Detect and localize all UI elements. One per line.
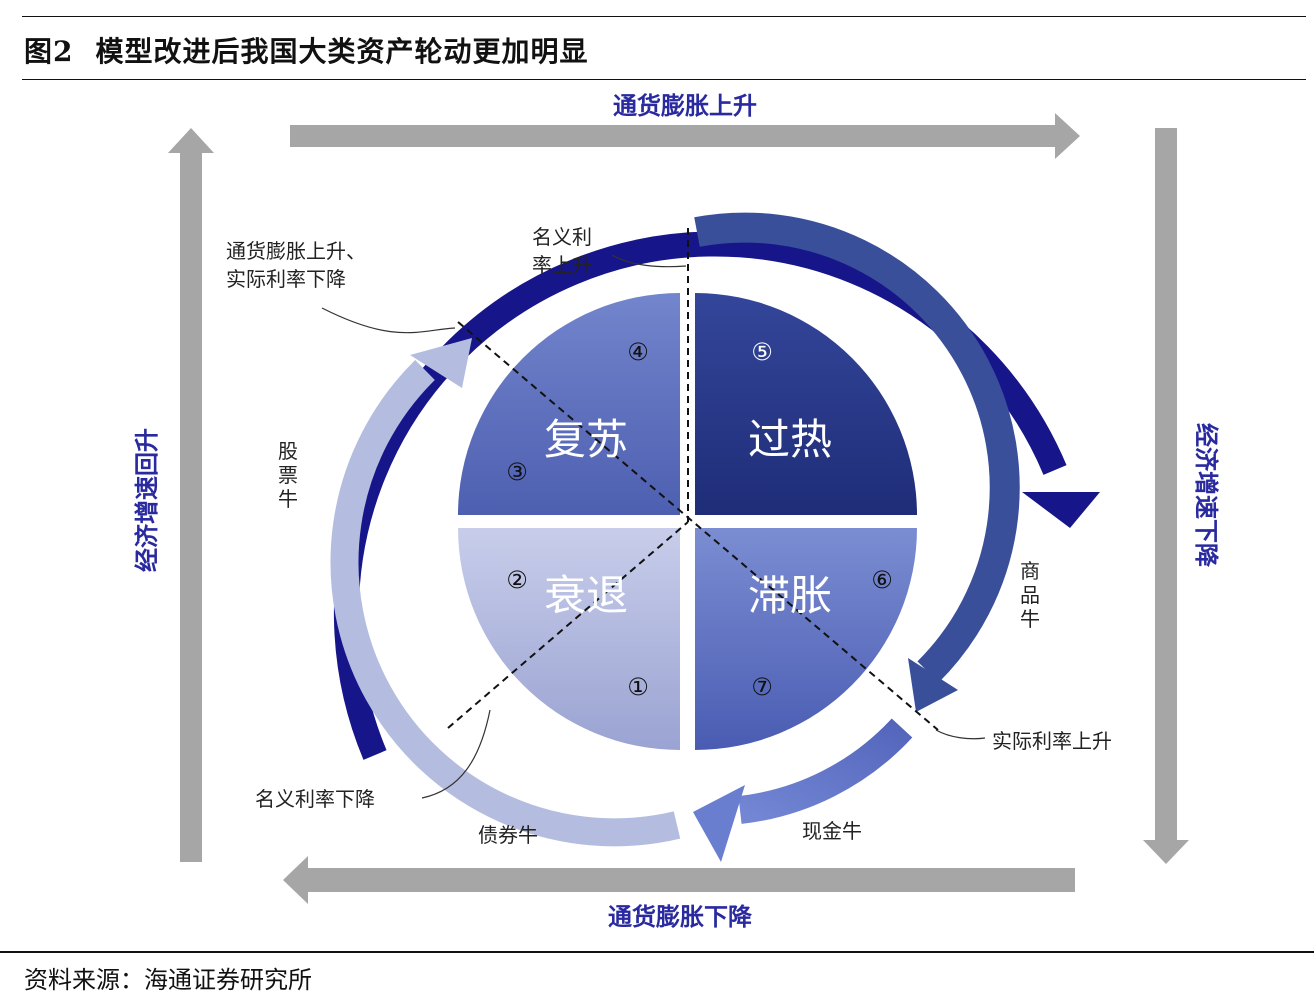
note-stock-bull-3: 牛 [278,487,298,511]
outer-cycle-arrow-head [1022,492,1100,528]
quadrant-recession [458,528,680,750]
stage-number-5: ⑤ [751,338,773,366]
leader-real-rate-up [935,729,986,740]
note-stock-bull-2: 票 [278,463,298,487]
note-commodity-bull-2: 品 [1020,583,1040,607]
commodity-cycle-arrow-body [694,212,1020,683]
title-bar: 图2 模型改进后我国大类资产轮动更加明显 [0,0,1314,82]
source-note: 资料来源：海通证券研究所 [24,966,312,994]
title-rule-bottom [22,79,1306,80]
note-cash-bull: 现金牛 [802,819,862,843]
stage-number-1: ① [627,673,649,701]
figure-title-text: 模型改进后我国大类资产轮动更加明显 [95,35,589,68]
note-inflation-up-line2: 实际利率下降 [226,267,346,291]
axis-arrows [168,113,1189,904]
axis-label-left: 经济增速回升 [132,428,161,572]
quadrant-label-overheat: 过热 [748,415,832,464]
note-commodity-bull-3: 牛 [1020,607,1040,631]
quadrant-overheat [695,293,917,515]
note-nominal-rate-up-line2: 率上升 [532,253,592,277]
quadrant-label-recovery: 复苏 [544,415,628,464]
bond-cycle-arrow-head [410,338,472,388]
quadrant-recovery [458,293,680,515]
footer-rule [0,951,1314,953]
note-nominal-rate-up-line1: 名义利 [532,225,592,249]
divider-diagonal-main [457,321,939,731]
cash-cycle-arrow-body [738,718,913,824]
annotation-leaders [321,254,986,799]
title-rule-top [22,16,1306,17]
axis-label-right: 经济增速下降 [1192,423,1221,568]
note-commodity-bull-1: 商 [1020,559,1040,583]
bond-cycle-arrow-body [330,360,681,847]
stage-number-7: ⑦ [751,673,773,701]
axis-label-top: 通货膨胀上升 [613,91,757,120]
axis-label-bottom: 通货膨胀下降 [608,902,753,931]
leader-nominal-rate-up [611,254,687,268]
cash-cycle-arrow-head [693,785,745,862]
quadrant-stagflation [695,528,917,750]
arrow-growth-up [168,128,214,862]
figure-title: 图2 模型改进后我国大类资产轮动更加明显 [24,30,589,70]
arrow-inflation-down [283,856,1075,904]
dashed-dividers [447,228,939,731]
note-bond-bull: 债券牛 [478,823,538,847]
commodity-cycle-arrow-head [908,658,958,712]
stage-number-4: ④ [627,338,649,366]
arrow-inflation-up [290,113,1080,159]
arrow-growth-down [1143,128,1189,864]
note-nominal-rate-down: 名义利率下降 [255,787,375,811]
stage-number-3: ③ [506,458,528,486]
quadrant-label-recession: 衰退 [544,571,628,620]
leader-nominal-rate-down [421,709,491,799]
stage-number-6: ⑥ [871,566,893,594]
note-stock-bull-1: 股 [278,439,298,463]
stage-number-2: ② [506,566,528,594]
note-inflation-up-line1: 通货膨胀上升、 [226,239,366,263]
leader-inflation-up-real-rate-down [321,307,456,334]
note-real-rate-up: 实际利率上升 [992,729,1112,753]
divider-diagonal-lower [447,521,689,729]
quadrant-label-stagflation: 滞胀 [748,571,832,620]
figure-number: 图2 [24,35,74,68]
